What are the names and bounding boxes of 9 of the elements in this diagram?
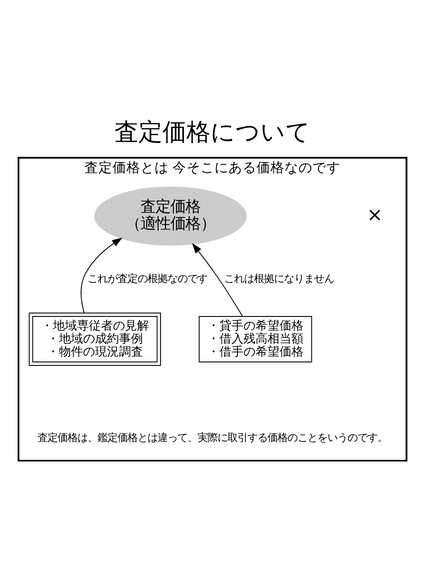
diagram-title: 査定価格について: [114, 118, 310, 146]
arrow: [80, 238, 122, 314]
label: 査定価格は、鑑定価格とは違って、実際に取引する価格のことをいうのです。: [38, 432, 388, 444]
label: ×: [366, 204, 383, 226]
node-box: ・貸手の希望価格 ・借入残高相当額 ・借手の希望価格: [198, 316, 312, 362]
edge-label: これが査定の根拠なのです: [88, 272, 208, 285]
node-box: ・地域専従者の見解 ・地域の成約事例 ・物件の現況調査: [28, 312, 161, 366]
edge-label: これは根拠になりません: [224, 272, 334, 285]
arrow: [192, 243, 243, 317]
